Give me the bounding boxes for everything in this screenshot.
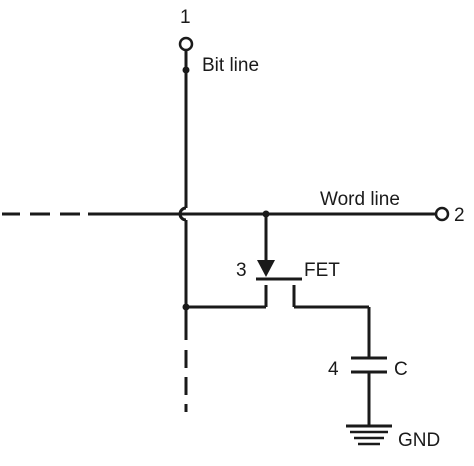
capacitor-label: C [394,359,408,380]
bit-line-terminal [178,36,194,52]
gate-arrow [257,260,275,277]
word-line-terminal-number: 2 [454,205,465,226]
ground-icon [346,424,392,446]
fet-number: 3 [236,260,247,281]
capacitor-number: 4 [328,359,339,380]
bit-line-label: Bit line [202,55,259,76]
word-line-terminal [434,206,450,222]
fet-label: FET [304,260,340,281]
bit-line-junction-top [182,66,190,74]
bit-line-terminal-number: 1 [180,7,191,28]
word-line-label: Word line [320,189,400,210]
ground-label: GND [398,430,440,451]
